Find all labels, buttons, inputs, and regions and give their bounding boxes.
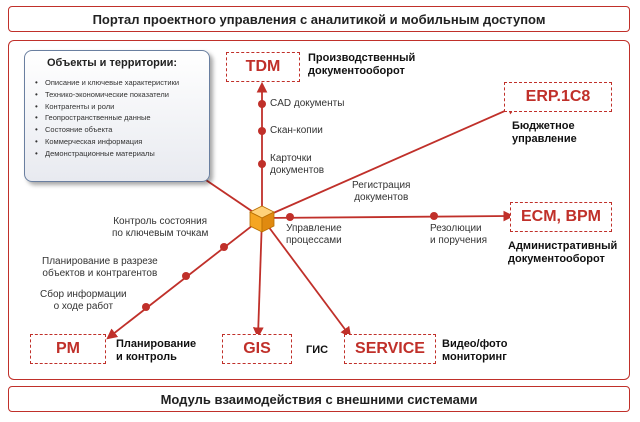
line-to-erp	[261, 104, 518, 219]
objects-list: •Описание и ключевые характеристики •Тех…	[35, 77, 199, 160]
line-to-gis	[252, 217, 264, 339]
portal-header: Портал проектного управления с аналитико…	[8, 6, 630, 32]
dot-collection	[142, 303, 150, 311]
bullet-icon: •	[35, 148, 38, 158]
bullet-icon: •	[35, 125, 38, 135]
dot-scan	[258, 127, 266, 135]
hub-cube	[249, 205, 275, 233]
dot-process	[286, 213, 294, 221]
bullet-icon: •	[35, 89, 38, 99]
bullet-icon: •	[35, 101, 38, 111]
node-erp: ERP.1C8	[504, 82, 612, 112]
bullet-icon: •	[35, 113, 38, 123]
node-pm: PM	[30, 334, 106, 364]
list-item: •Технико-экономические показатели	[35, 89, 169, 99]
dot-resolutions	[430, 212, 438, 220]
objects-panel-title: Объекты и территории:	[47, 57, 178, 69]
bullet-icon: •	[35, 136, 38, 146]
node-gis-caption: ГИС	[306, 344, 329, 356]
integration-footer: Модуль взаимодействия с внешними система…	[8, 386, 630, 412]
list-item: •Состояние объекта	[35, 125, 113, 135]
line-to-service	[261, 217, 352, 338]
list-item: •Геопространственные данные	[35, 113, 151, 123]
dot-planning	[182, 272, 190, 280]
node-tdm: TDM	[226, 52, 300, 82]
list-item: •Контрагенты и роли	[35, 101, 115, 111]
dot-control	[220, 243, 228, 251]
node-gis: GIS	[222, 334, 292, 364]
main-frame	[8, 40, 630, 380]
list-item: •Описание и ключевые характеристики	[35, 78, 180, 87]
line-to-ecm	[261, 210, 515, 222]
node-ecm: ECM, BPM	[510, 202, 612, 232]
dot-cards	[258, 160, 266, 168]
bullet-icon: •	[35, 78, 38, 87]
objects-panel: Объекты и территории: •Описание и ключев…	[24, 50, 210, 182]
label-cad: CAD документы	[270, 98, 345, 109]
list-item: •Коммерческая информация	[35, 136, 143, 146]
node-service: SERVICE	[344, 334, 436, 364]
dot-cad	[258, 100, 266, 108]
list-item: •Демонстрационные материалы	[35, 148, 155, 158]
label-scan: Скан-копии	[270, 125, 323, 136]
